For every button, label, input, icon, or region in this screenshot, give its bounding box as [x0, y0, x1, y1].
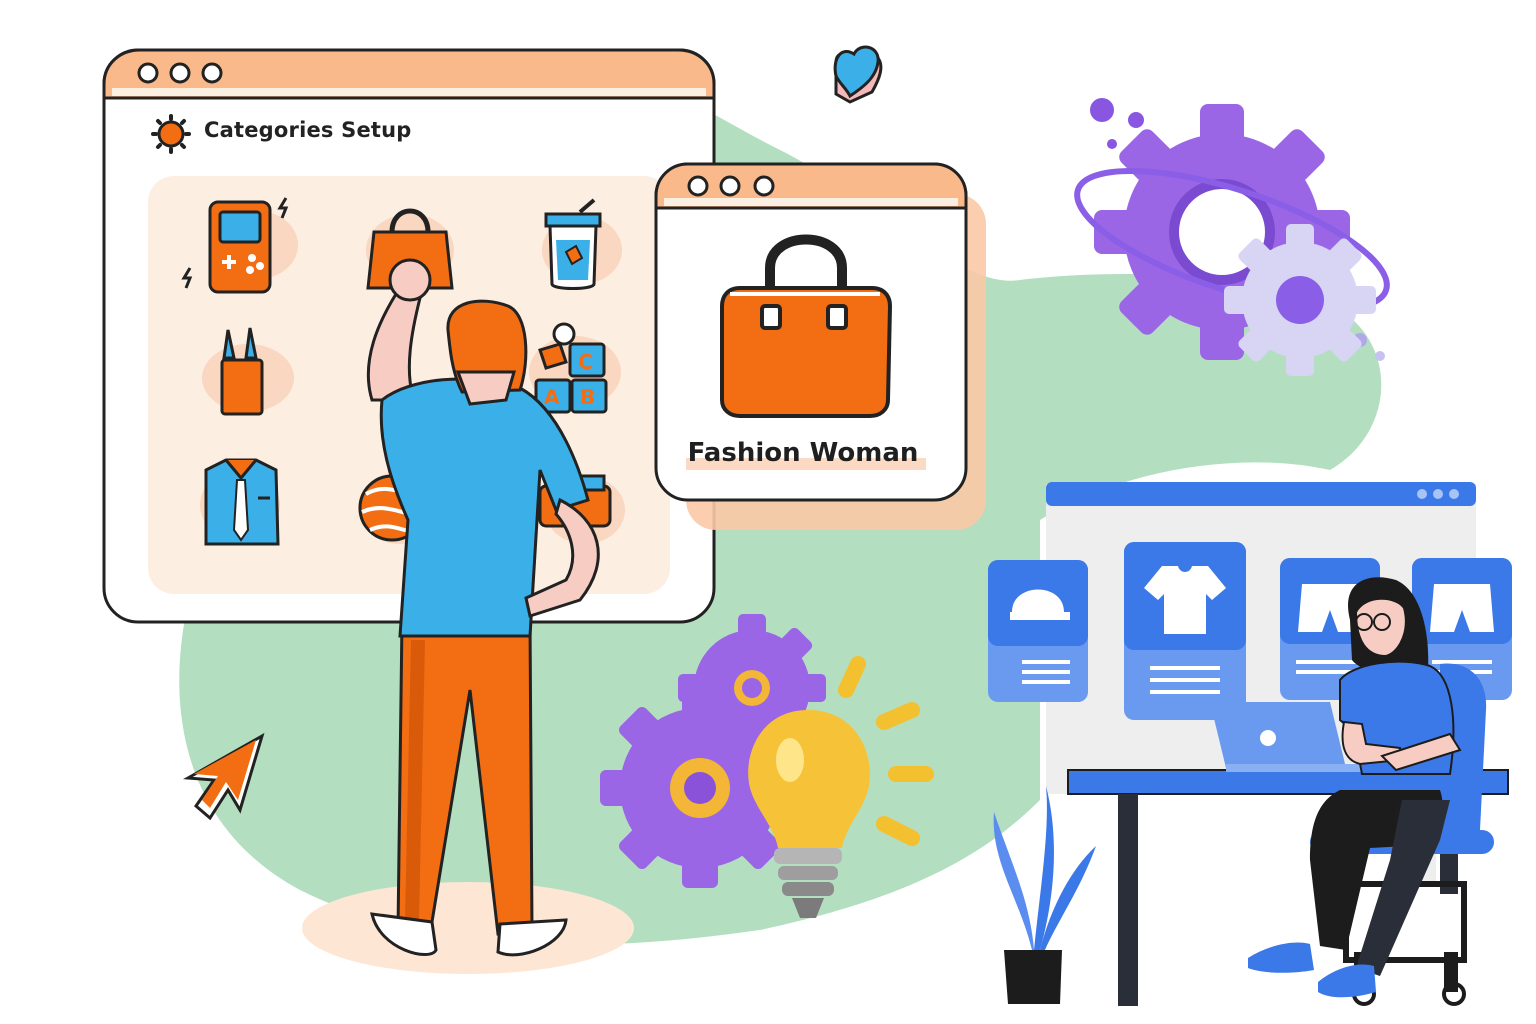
svg-text:B: B: [580, 385, 595, 409]
categories-setup-title: Categories Setup: [204, 118, 412, 142]
woman-figure: [1248, 577, 1462, 998]
toy-blocks-icon: C A B: [534, 322, 608, 414]
heart-icon: [833, 45, 883, 104]
idea-bulb-gears-icon: [600, 614, 934, 918]
product-card: [988, 560, 1088, 702]
window-dot-icon: [201, 62, 223, 84]
shirt-tie-icon: [204, 458, 280, 546]
window-dot-icon: [169, 62, 191, 84]
plant-icon: [993, 786, 1096, 1004]
category-label: Fashion Woman: [687, 438, 919, 468]
juice-jar-icon: [544, 198, 602, 290]
popup-window: [654, 162, 986, 530]
paint-brushes-icon: [220, 327, 264, 416]
gear-icon: [151, 114, 191, 154]
window-dot-icon: [719, 175, 741, 197]
window-dot-icon: [137, 62, 159, 84]
man-figure: [302, 258, 634, 974]
cursor-arrow-icon: [182, 732, 265, 821]
svg-text:C: C: [578, 350, 593, 374]
laptop-icon: [1210, 702, 1386, 772]
window-dot-icon: [753, 175, 775, 197]
product-card: [1124, 542, 1246, 720]
product-card: [1412, 558, 1512, 700]
shop-window: [988, 482, 1512, 794]
handbag-icon: [720, 234, 893, 418]
settings-gears-icon: [1074, 98, 1390, 376]
game-console-icon: [181, 197, 289, 294]
window-dot-icon: [687, 175, 709, 197]
svg-text:A: A: [544, 385, 560, 409]
